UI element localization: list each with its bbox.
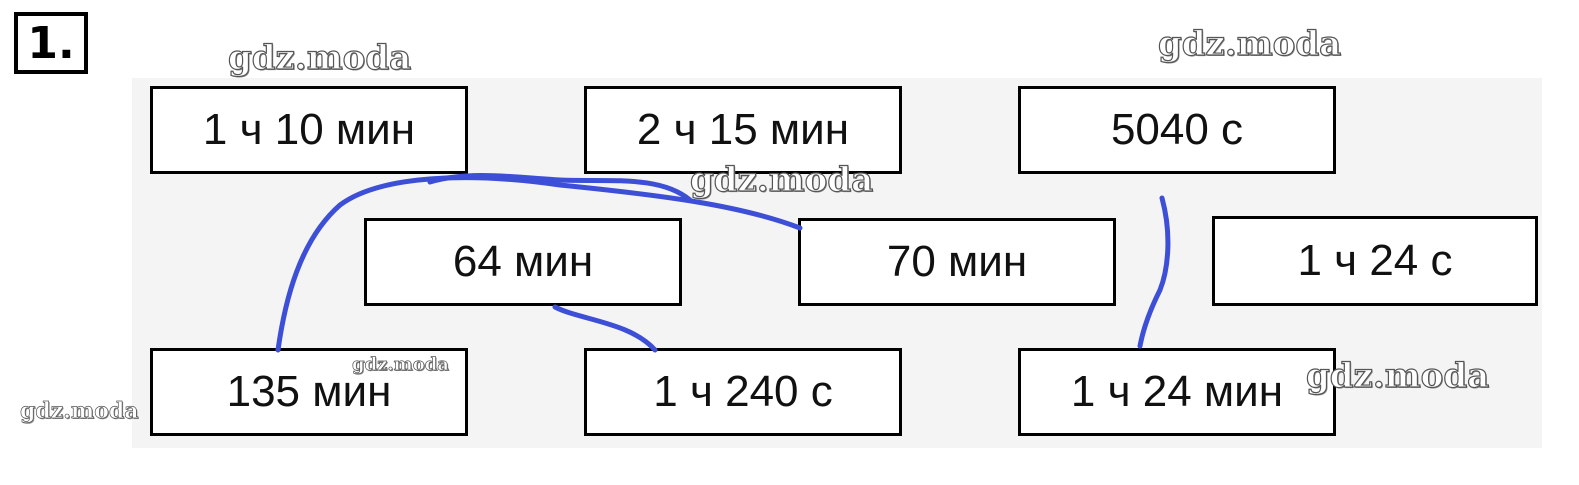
watermark-top-right: gdz.moda: [1157, 23, 1342, 64]
time-box-label: 1 ч 24 с: [1297, 236, 1453, 285]
time-box-1h240s: 1 ч 240 с: [584, 348, 902, 436]
time-box-5040s: 5040 с: [1018, 86, 1336, 174]
time-box-label: 1 ч 10 мин: [202, 105, 416, 154]
time-box-label: 135 мин: [226, 367, 392, 416]
time-box-1h24s: 1 ч 24 с: [1212, 216, 1538, 306]
task-number-badge: 1.: [14, 12, 88, 74]
watermark-top-left: gdz.moda: [227, 37, 412, 78]
time-box-1h10min: 1 ч 10 мин: [150, 86, 468, 174]
time-box-label: 1 ч 24 мин: [1070, 367, 1284, 416]
time-box-64min: 64 мин: [364, 218, 682, 306]
watermark-center: gdz.moda: [689, 159, 874, 200]
time-box-70min: 70 мин: [798, 218, 1116, 306]
time-box-2h15min: 2 ч 15 мин: [584, 86, 902, 174]
time-box-label: 70 мин: [886, 237, 1028, 286]
time-box-label: 5040 с: [1110, 105, 1244, 154]
watermark-small-left: gdz.moda: [20, 398, 139, 425]
watermark-small-center: gdz.moda: [352, 354, 450, 376]
watermark-bottom-right: gdz.moda: [1305, 355, 1490, 396]
time-box-label: 1 ч 240 с: [653, 367, 833, 416]
time-box-1h24min: 1 ч 24 мин: [1018, 348, 1336, 436]
time-box-label: 2 ч 15 мин: [636, 105, 850, 154]
time-box-label: 64 мин: [452, 237, 594, 286]
task-number: 1.: [27, 17, 75, 69]
